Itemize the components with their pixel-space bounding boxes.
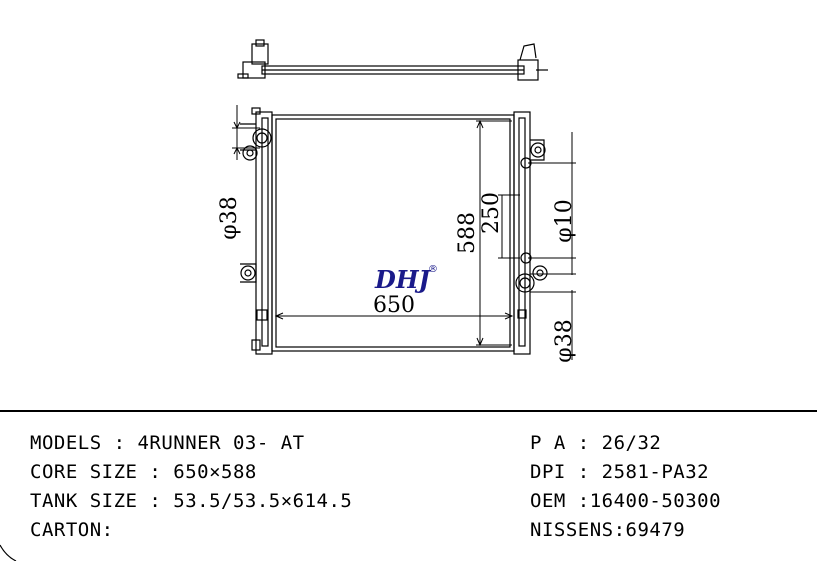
brand-logo: DHJ xyxy=(374,265,431,294)
spec-nissens: NISSENS:69479 xyxy=(530,519,686,541)
spec-carton: CARTON: xyxy=(30,519,114,541)
dimension-lines xyxy=(232,105,576,360)
dim-left-diameter: φ38 xyxy=(217,196,242,239)
dim-small-diameter: φ10 xyxy=(552,199,577,242)
divider-arc xyxy=(0,544,17,561)
top-view xyxy=(237,39,548,81)
dim-right-diameter: φ38 xyxy=(552,319,577,362)
brand-registered-mark: ® xyxy=(428,264,438,275)
spec-core-size: CORE SIZE : 650×588 xyxy=(30,461,257,483)
dim-250: 250 xyxy=(479,192,504,234)
front-view xyxy=(240,107,548,355)
dim-width-650: 650 xyxy=(373,293,415,318)
spec-tank-size: TANK SIZE : 53.5/53.5×614.5 xyxy=(30,490,353,512)
spec-dpi: DPI : 2581-PA32 xyxy=(530,461,710,483)
spec-oem: OEM :16400-50300 xyxy=(530,490,722,512)
spec-models: MODELS : 4RUNNER 03- AT xyxy=(30,432,305,454)
dim-height-588: 588 xyxy=(455,212,480,254)
spec-pa: P A : 26/32 xyxy=(530,432,662,454)
